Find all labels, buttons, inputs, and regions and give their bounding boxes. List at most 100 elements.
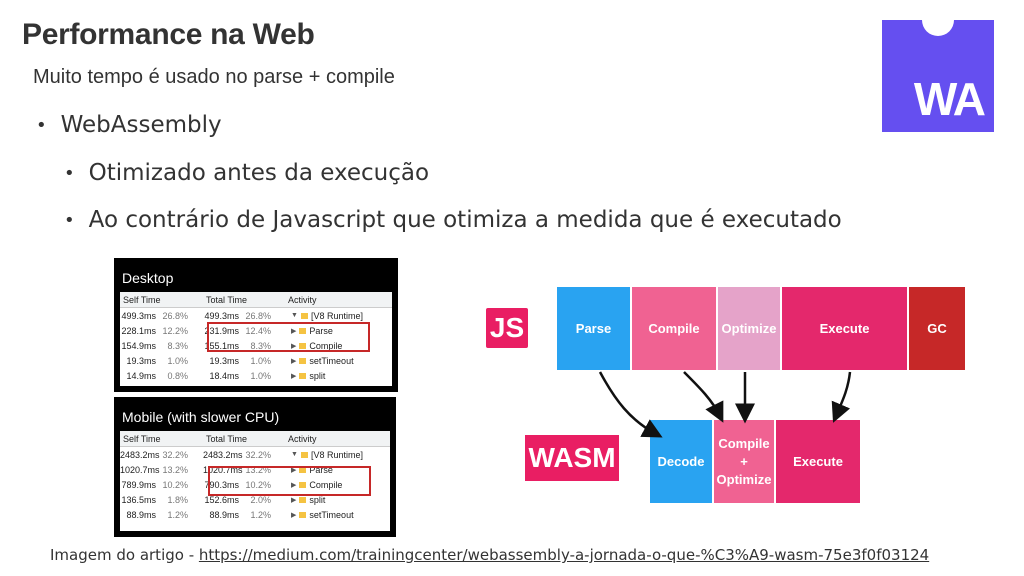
highlight-box — [207, 322, 370, 352]
table-header: Self Time Total Time Activity — [120, 431, 390, 447]
activity-cell: ▶Parse — [285, 326, 392, 336]
highlight-box — [208, 466, 371, 496]
total-time-cell: 231.9ms 12.4% — [203, 326, 285, 336]
panel-heading: Desktop — [122, 270, 174, 286]
block-line: Compile — [718, 435, 770, 451]
self-time-percent: 13.2% — [162, 464, 188, 475]
total-time-percent: 10.2% — [245, 479, 271, 490]
total-time-percent: 32.2% — [245, 449, 271, 460]
wasm-execute-block: Execute — [776, 420, 860, 503]
self-time-value: 88.9ms — [126, 509, 156, 520]
activity-cell: ▶setTimeout — [285, 510, 390, 520]
total-time-value: 499.3ms — [204, 310, 239, 321]
expand-caret-icon: ▶ — [291, 342, 297, 350]
total-time-percent: 8.3% — [250, 340, 271, 351]
logo-text: WA — [913, 73, 986, 125]
total-time-percent: 12.4% — [245, 325, 271, 336]
total-time-value: 2483.2ms — [203, 449, 243, 460]
wasm-decode-block: Decode — [650, 420, 712, 503]
activity-name: split — [309, 494, 326, 505]
activity-cell: ▶Compile — [285, 480, 390, 490]
bullet-contrast-js: • Ao contrário de Javascript que otimiza… — [64, 207, 842, 233]
total-time-percent: 1.2% — [250, 509, 271, 520]
article-link[interactable]: https://medium.com/trainingcenter/webass… — [198, 546, 930, 564]
folder-icon — [300, 451, 308, 458]
profile-table: Self Time Total Time Activity 499.3ms 26.… — [120, 292, 392, 386]
js-compile-block: Compile — [632, 287, 716, 370]
activity-name: Parse — [309, 464, 333, 475]
mobile-profile-screenshot: Mobile (with slower CPU) Self Time Total… — [114, 397, 396, 537]
arrow-parse-to-decode — [598, 371, 663, 438]
expand-caret-icon: ▶ — [291, 466, 297, 474]
desktop-profile-screenshot: Desktop Self Time Total Time Activity 49… — [114, 258, 398, 392]
self-time-value: 2483.2ms — [120, 449, 160, 460]
bullet-webassembly: • WebAssembly — [36, 112, 222, 138]
webassembly-logo-icon: WA — [882, 4, 994, 132]
activity-name: [V8 Runtime] — [310, 449, 363, 460]
header-activity: Activity — [288, 294, 317, 305]
expand-caret-icon: ▶ — [291, 372, 297, 380]
total-time-value: 231.9ms — [204, 325, 239, 336]
self-time-percent: 32.2% — [162, 449, 188, 460]
self-time-cell: 136.5ms 1.8% — [120, 495, 203, 505]
wasm-compile-optimize-block: Compile + Optimize — [714, 420, 774, 503]
self-time-cell: 88.9ms 1.2% — [120, 510, 203, 520]
self-time-percent: 12.2% — [162, 325, 188, 336]
self-time-value: 789.9ms — [121, 479, 156, 490]
self-time-percent: 1.8% — [167, 494, 188, 505]
activity-cell: ▶setTimeout — [285, 356, 392, 366]
self-time-value: 19.3ms — [126, 355, 156, 366]
logo-notch — [922, 4, 954, 36]
image-credit: Imagem do artigo - https://medium.com/tr… — [50, 546, 929, 564]
folder-icon — [300, 312, 308, 319]
bullet-dot: • — [64, 209, 75, 231]
bullet-text: Ao contrário de Javascript que otimiza a… — [88, 207, 842, 233]
activity-name: Parse — [309, 325, 333, 336]
folder-icon — [299, 327, 307, 334]
table-header: Self Time Total Time Activity — [120, 292, 392, 308]
folder-icon — [299, 372, 307, 379]
bullet-dot: • — [64, 162, 75, 184]
header-self-time: Self Time — [123, 433, 161, 444]
panel-heading: Mobile (with slower CPU) — [122, 409, 280, 425]
activity-cell: ▼[V8 Runtime] — [285, 450, 390, 460]
credit-prefix: Imagem do artigo - — [50, 546, 199, 564]
self-time-percent: 26.8% — [162, 310, 188, 321]
js-parse-block: Parse — [557, 287, 630, 370]
total-time-percent: 26.8% — [245, 310, 271, 321]
expand-caret-icon: ▼ — [291, 312, 298, 319]
self-time-percent: 8.3% — [167, 340, 188, 351]
total-time-value: 19.3ms — [209, 355, 239, 366]
folder-icon — [299, 481, 307, 488]
expand-caret-icon: ▶ — [291, 357, 297, 365]
slide-title: Performance na Web — [22, 18, 315, 51]
self-time-percent: 1.2% — [167, 509, 188, 520]
bullet-dot: • — [36, 114, 47, 136]
js-gc-block: GC — [909, 287, 965, 370]
arrow-compile-to-compile-optimize — [683, 371, 724, 423]
header-activity: Activity — [288, 433, 317, 444]
self-time-value: 136.5ms — [121, 494, 156, 505]
header-total-time: Total Time — [206, 294, 248, 305]
total-time-value: 155.1ms — [204, 340, 239, 351]
activity-cell: ▶ Parse — [285, 465, 390, 475]
block-line: + — [740, 453, 748, 469]
js-label: JS — [486, 308, 528, 348]
total-time-cell: 499.3ms 26.8% — [203, 311, 285, 321]
